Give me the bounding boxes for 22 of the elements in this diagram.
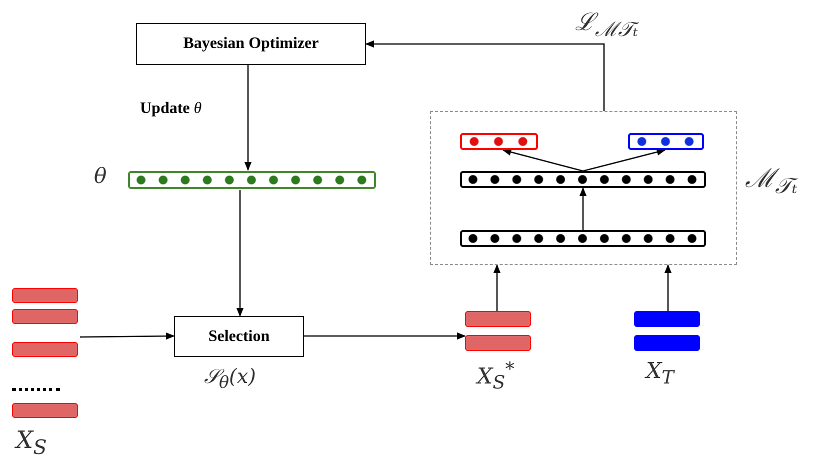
arrow (80, 332, 175, 340)
arrow (365, 40, 605, 111)
model-label: ℳ$_{𝒯ₜ}$ (745, 163, 798, 200)
arrow (244, 65, 252, 171)
process-box: Selection (174, 316, 304, 357)
edge-label: Update θ (140, 100, 202, 118)
arrow (502, 148, 584, 172)
output-layer (460, 133, 538, 150)
arrow (304, 332, 466, 340)
process-box: Bayesian Optimizer (136, 23, 366, 65)
arrow (236, 190, 244, 317)
arrow (664, 264, 672, 311)
set-label: X$_{S}$ (16, 426, 47, 459)
arrow (582, 148, 666, 172)
formula-label: 𝒮$_{θ}$(x) (204, 364, 256, 392)
arrow (579, 187, 587, 230)
set-label: X$_{T}$ (646, 359, 674, 388)
arrow (493, 264, 501, 311)
neuron-layer (460, 171, 706, 188)
output-layer (628, 133, 704, 150)
symbol-label: θ (94, 164, 107, 188)
neuron-layer (460, 230, 706, 247)
